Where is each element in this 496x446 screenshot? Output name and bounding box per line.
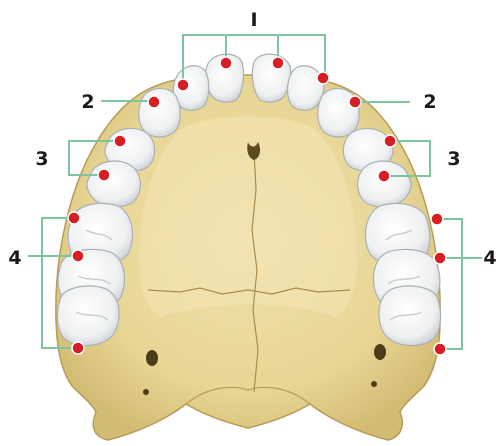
small-foramen-left	[143, 389, 149, 395]
marker-lateral-incisor-left	[177, 79, 189, 91]
marker-second-premolar-right	[378, 170, 390, 182]
marker-first-molar-right	[431, 213, 443, 225]
marker-lateral-incisor-right	[317, 72, 329, 84]
label-group-1: I	[250, 9, 257, 31]
tooth-canine-left	[139, 88, 181, 137]
tooth-second-premolar-right	[358, 161, 411, 207]
marker-second-molar-left	[72, 250, 84, 262]
marker-second-molar-right	[434, 252, 446, 264]
marker-canine-left	[148, 96, 160, 108]
label-group-3-right: 3	[447, 148, 460, 170]
tooth-second-premolar-left	[87, 161, 140, 207]
marker-central-incisor-left	[220, 57, 232, 69]
label-group-4-left: 4	[8, 247, 21, 269]
marker-canine-right	[349, 96, 361, 108]
tooth-third-molar-left	[58, 286, 120, 346]
tooth-third-molar-right	[379, 286, 441, 346]
palatine-foramen-left	[146, 350, 158, 366]
marker-central-incisor-right	[272, 57, 284, 69]
marker-second-premolar-left	[98, 169, 110, 181]
marker-third-molar-right	[434, 343, 446, 355]
marker-first-premolar-left	[114, 135, 126, 147]
bracket-group-4-right	[437, 219, 482, 349]
palatine-foramen-right	[374, 344, 386, 360]
marker-third-molar-left	[72, 342, 84, 354]
label-group-2-right: 2	[423, 91, 436, 113]
marker-first-molar-left	[68, 212, 80, 224]
label-group-2-left: 2	[81, 91, 94, 113]
small-foramen-right	[371, 381, 377, 387]
marker-first-premolar-right	[384, 135, 396, 147]
label-group-3-left: 3	[35, 148, 48, 170]
label-group-4-right: 4	[483, 247, 496, 269]
